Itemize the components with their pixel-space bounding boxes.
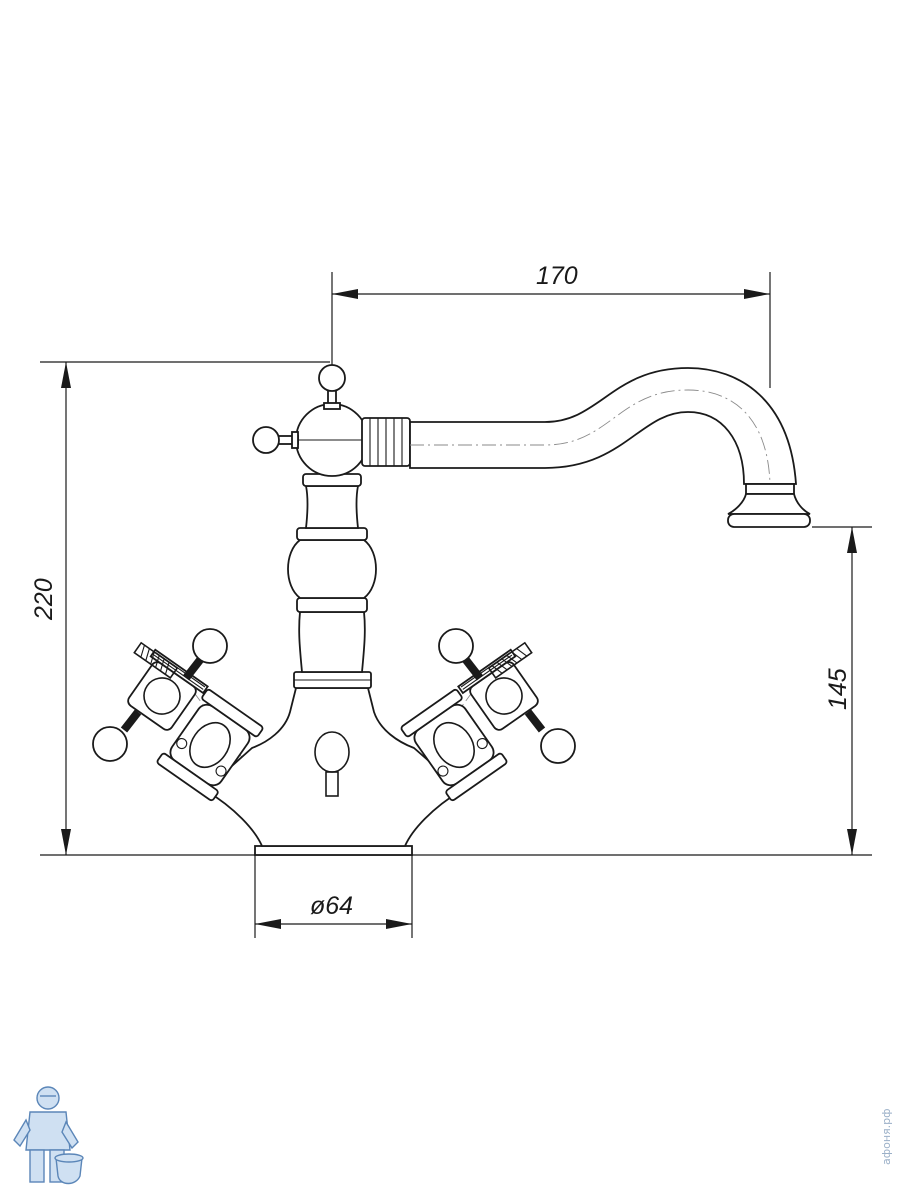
plumber-mascot-logo xyxy=(13,1086,84,1185)
faucet-outline xyxy=(92,364,811,856)
dimension-lines xyxy=(40,272,872,938)
dimension-base-diameter-label: ø64 xyxy=(310,892,353,920)
dimension-spout-height-label: 145 xyxy=(824,668,852,710)
site-watermark: афоня.рф xyxy=(880,1108,893,1165)
dimension-reach-label: 170 xyxy=(536,262,578,290)
dimension-height-label: 220 xyxy=(30,578,58,621)
